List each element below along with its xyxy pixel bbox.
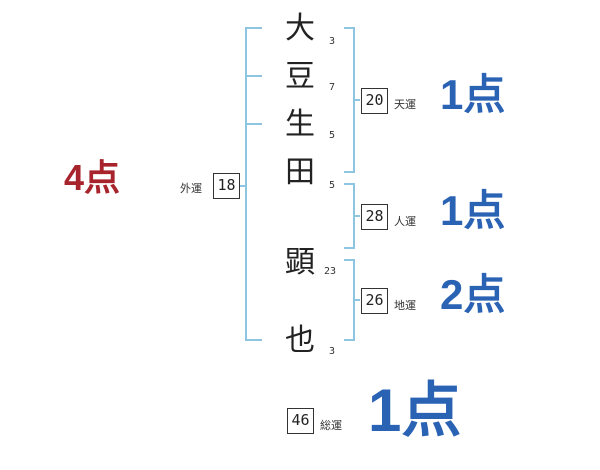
gaikaku-score: 4点	[64, 157, 121, 198]
chikaku-label: 地運	[394, 299, 416, 312]
chikaku-score: 2点	[440, 271, 506, 318]
surname-strokes-1: 3	[329, 36, 336, 47]
surname-char-1: 大	[285, 11, 315, 46]
gaikaku-value: 18	[213, 173, 240, 199]
gaikaku-bracket	[245, 27, 262, 341]
surname-char-2: 豆	[285, 59, 315, 94]
jinkaku-label: 人運	[394, 215, 416, 228]
tenkaku-value: 20	[361, 88, 388, 114]
soukaku-score: 1点	[368, 377, 462, 444]
soukaku-value: 46	[287, 408, 314, 434]
given-char-2: 也	[285, 323, 315, 358]
given-strokes-1: 23	[324, 266, 337, 277]
surname-char-3: 生	[285, 107, 315, 142]
surname-strokes-3: 5	[329, 130, 336, 141]
given-char-1: 顕	[285, 245, 315, 280]
surname-strokes-2: 7	[329, 82, 336, 93]
gaikaku-label: 外運	[180, 182, 202, 195]
surname-char-4: 田	[285, 155, 315, 190]
given-strokes-2: 3	[329, 346, 336, 357]
tenkaku-score: 1点	[440, 71, 506, 118]
soukaku-label: 総運	[320, 419, 342, 432]
chikaku-value: 26	[361, 288, 388, 314]
surname-strokes-4: 5	[329, 180, 336, 191]
jinkaku-value: 28	[361, 204, 388, 230]
jinkaku-score: 1点	[440, 187, 506, 234]
tenkaku-label: 天運	[394, 98, 416, 111]
jinkaku-bracket	[344, 183, 355, 249]
chikaku-bracket	[344, 259, 355, 341]
tenkaku-bracket	[344, 27, 355, 173]
